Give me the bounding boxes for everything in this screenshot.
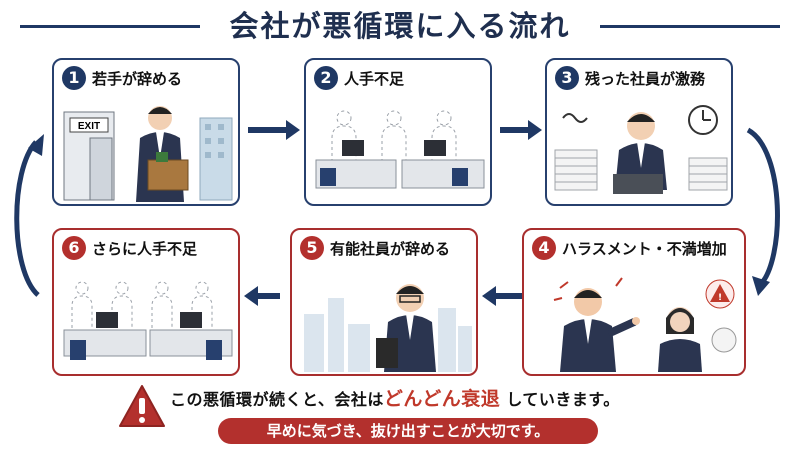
step-number-badge: 3: [555, 66, 579, 90]
step-label: 人手不足: [344, 69, 405, 88]
advice-banner: 早めに気づき、抜け出すことが大切です。: [218, 418, 598, 444]
summary-emphasis: どんどん衰退: [383, 388, 501, 410]
capable-employee-leaving-illustration: [304, 284, 472, 372]
exit-sign: EXIT: [78, 121, 100, 132]
step-label: ハラスメント・不満増加: [562, 239, 727, 258]
overworked-employee-illustration: [554, 105, 728, 194]
arrow-1-to-2: [248, 120, 300, 140]
step-number-badge: 4: [532, 236, 556, 260]
harassment-illustration: !: [553, 277, 737, 372]
arrow-4-to-5: [482, 286, 522, 306]
step-card-2: 2 人手不足: [304, 58, 492, 206]
svg-text:!: !: [718, 293, 722, 303]
step-label: さらに人手不足: [92, 239, 198, 258]
arrow-2-to-3: [500, 120, 542, 140]
summary-before: この悪循環が続くと、会社は: [170, 390, 384, 409]
empty-office-illustration: [315, 110, 485, 189]
step-card-4: 4 ハラスメント・不満増加 !: [522, 228, 746, 376]
summary-message: この悪循環が続くと、会社はどんどん衰退 していきます。: [170, 384, 730, 411]
arrow-3-to-4: [746, 127, 780, 296]
arrow-5-to-6: [244, 286, 280, 306]
step-number-badge: 1: [62, 66, 86, 90]
title-rule-left: [20, 25, 200, 28]
step-card-1: 1 若手が辞める EXIT: [52, 58, 240, 206]
summary-after: していきます。: [506, 390, 620, 409]
page-title: 会社が悪循環に入る流れ: [229, 9, 571, 43]
step-label: 若手が辞める: [92, 69, 183, 88]
employee-leaving-illustration: EXIT: [63, 106, 233, 202]
step-number-badge: 6: [62, 236, 86, 260]
warning-icon: [119, 385, 165, 427]
step-card-5: 5 有能社員が辞める: [290, 228, 478, 376]
step-label: 有能社員が辞める: [330, 239, 451, 258]
step-card-6: 6 さらに人手不足: [52, 228, 240, 376]
title-rule-right: [600, 25, 780, 28]
step-number-badge: 5: [300, 236, 324, 260]
step-number-badge: 2: [314, 66, 338, 90]
title-bar: 会社が悪循環に入る流れ: [0, 0, 800, 46]
step-label: 残った社員が激務: [585, 69, 706, 88]
step-card-3: 3 残った社員が激務: [545, 58, 733, 206]
arrow-6-to-1: [14, 134, 44, 297]
more-empty-office-illustration: [63, 281, 233, 360]
